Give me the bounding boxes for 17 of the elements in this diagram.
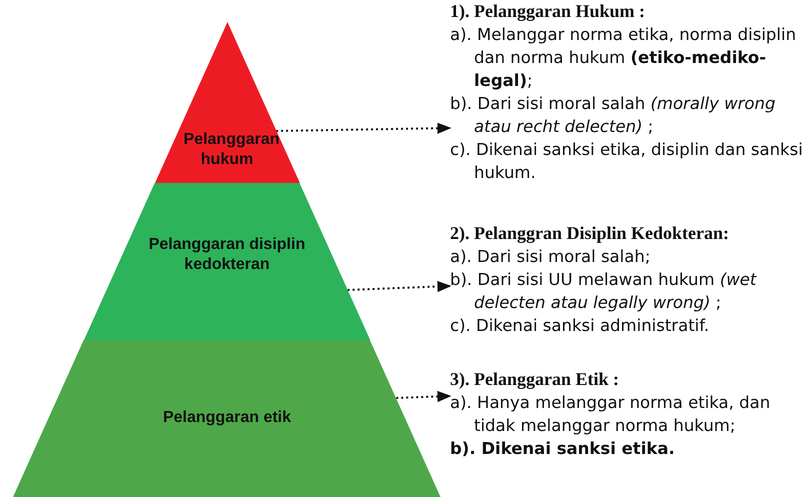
dotted-arrow: [348, 280, 452, 292]
tier-label: Pelanggaran disiplin kedokteran: [148, 235, 306, 275]
list-item: a). Dari sisi moral salah;: [450, 246, 652, 268]
dotted-arrow: [276, 122, 452, 134]
dotted-arrow: [396, 390, 452, 402]
list-item: a). Hanya melanggar norma etika, dan tidak melanggar norma hukum;: [450, 392, 772, 437]
tier-label: Pelanggaran etik: [162, 408, 292, 428]
list-item: a). Melanggar norma etika, norma disiplin dan norma hukum (etiko-mediko-legal);: [450, 24, 798, 92]
list-item: b). Dikenai sanksi etika.: [450, 438, 676, 460]
tier-label: Pelanggaran hukum: [182, 130, 281, 170]
list-item: b). Dari sisi moral salah (morally wrong atau recht delecten) ;: [450, 93, 776, 138]
section-heading: 3). Pelanggaran Etik :: [450, 368, 620, 391]
section-heading: 2). Pelanggran Disiplin Kedokteran:: [450, 222, 730, 245]
list-item: b). Dari sisi UU melawan hukum (wet delecten atau legally wrong) ;: [450, 269, 758, 314]
section-heading: 1). Pelanggaran Hukum :: [450, 0, 646, 23]
list-item: c). Dikenai sanksi administratif.: [450, 315, 710, 337]
list-item: c). Dikenai sanksi etika, disiplin dan sanksi hukum.: [450, 139, 804, 184]
